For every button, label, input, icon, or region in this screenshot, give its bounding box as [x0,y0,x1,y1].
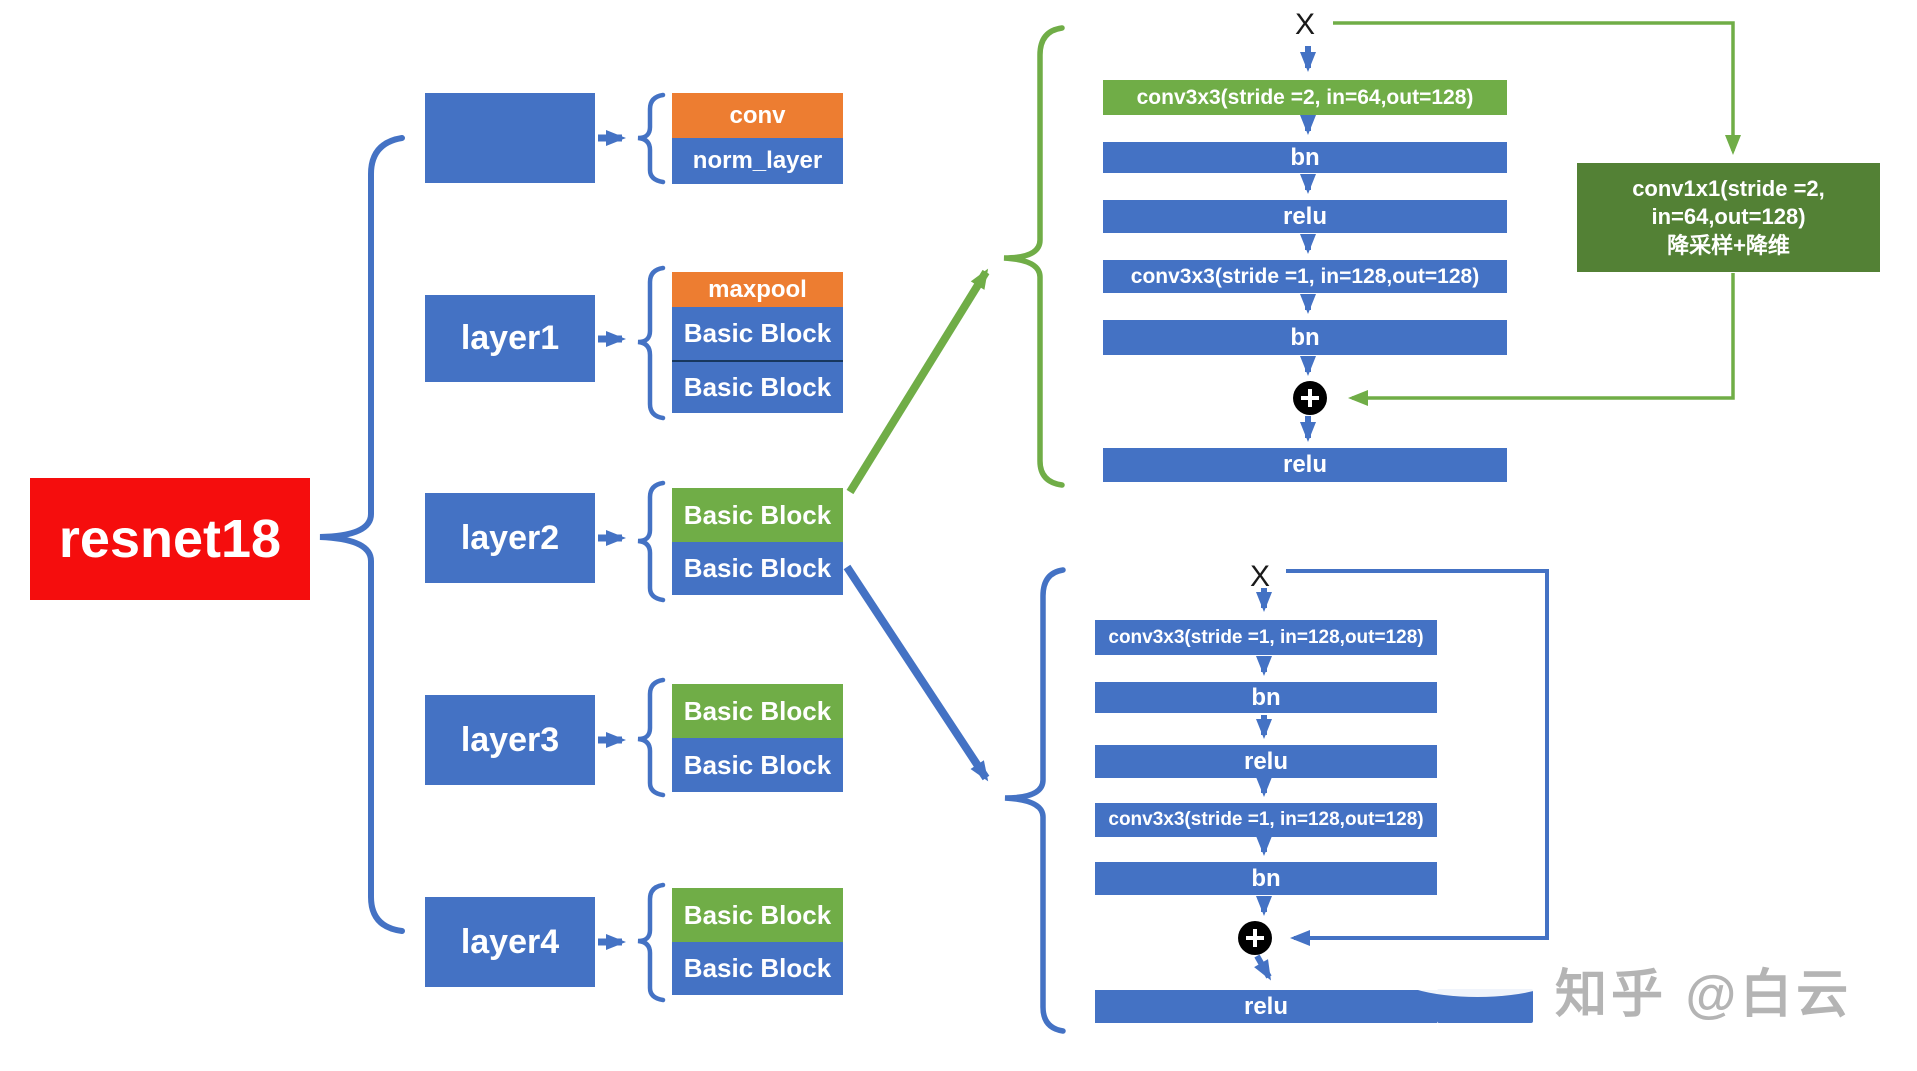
flow-step-box-bn2: bn [1103,320,1507,355]
layer-box-layer2: layer2 [425,493,595,583]
flow-step-label: bn [1251,683,1281,711]
basic-block-box: Basic Block [672,307,843,360]
flow-step-box-bn1: bn [1103,142,1507,173]
flow-step-label: bn [1290,143,1320,171]
shortcut-line3: 降采样+降维 [1667,232,1790,258]
flow-output-box: relu [1095,990,1437,1023]
flow-input-label: X [1295,8,1316,41]
layer2-label: layer2 [460,518,560,557]
basic-block-box: Basic Block [672,738,843,792]
flow-step-label: bn [1290,323,1320,351]
flow-step-box-bn2: bn [1095,862,1437,895]
basic-block-label: Basic Block [683,318,832,348]
basic-block-label: Basic Block [683,695,832,726]
stack-box-conv: conv [672,93,843,138]
basic-block-box: Basic Block [672,942,843,995]
basic-block-box: Basic Block [672,888,843,942]
flow-output-box: relu [1103,448,1507,482]
layer4-label: layer4 [460,922,560,961]
downsample-block-brace [1003,25,1065,488]
flow-input-label: X [1250,560,1271,593]
resnet18-label: resnet18 [58,509,282,569]
layer1-stack-brace [637,265,666,421]
flow-step-label: conv3x3(stride =1, in=128,out=128) [1130,264,1480,288]
flow-step-label: relu [1243,747,1288,775]
layer-box-layer1: layer1 [425,295,595,382]
root-brace [319,135,405,934]
flow-step-box-conv1: conv3x3(stride =1, in=128,out=128) [1095,620,1437,655]
flow-step-label: relu [1282,202,1327,230]
layer4-stack-brace [637,882,666,1003]
flow-step-box-conv2: conv3x3(stride =1, in=128,out=128) [1103,260,1507,293]
stack-box-maxpool: maxpool [672,272,843,307]
layer1-label: layer1 [460,319,560,357]
flow-step-box-relu1: relu [1103,200,1507,233]
basic-block-box-highlight: Basic Block [672,542,843,595]
maxpool-label: maxpool [708,275,807,303]
expand-arrow-identity [843,564,990,782]
flow-step-label: bn [1251,864,1281,892]
layer-box-stem [425,93,595,183]
add-icon [1238,921,1272,955]
flow-step-label: conv3x3(stride =1, in=128,out=128) [1108,626,1424,648]
basic-block-label: Basic Block [683,499,832,530]
layer-box-layer3: layer3 [425,695,595,785]
flow-arrow [1254,954,1272,981]
shortcut-line2: in=64,out=128) [1651,204,1806,230]
basic-block-label: Basic Block [683,899,832,930]
resnet18-root-box: resnet18 [30,478,310,600]
flow-step-box-relu1: relu [1095,745,1437,778]
add-icon [1293,381,1327,415]
stack-box-norm-layer: norm_layer [672,138,843,184]
basic-block-box: Basic Block [672,684,843,738]
layer-box-layer4: layer4 [425,897,595,987]
basic-block-label: Basic Block [683,372,832,402]
flow-step-box-conv2: conv3x3(stride =1, in=128,out=128) [1095,803,1437,837]
flow-step-label: relu [1243,992,1288,1020]
basic-block-label: Basic Block [683,749,832,780]
basic-block-box: Basic Block [672,360,843,413]
basic-block-label: Basic Block [683,553,832,583]
expand-arrow-downsample [846,268,990,495]
norm-layer-label: norm_layer [692,147,823,174]
shortcut-line1: conv1x1(stride =2, [1632,175,1825,201]
conv-label: conv [729,101,786,129]
identity-block-brace [1004,567,1066,1034]
stem-stack-brace [637,92,666,185]
watermark-smudge-blob [1390,945,1565,997]
flow-step-box-bn1: bn [1095,682,1437,713]
flow-step-label: conv3x3(stride =2, in=64,out=128) [1136,85,1474,109]
basic-block-label: Basic Block [683,953,832,983]
flow-step-label: conv3x3(stride =1, in=128,out=128) [1108,809,1424,830]
flow-step-box-conv1: conv3x3(stride =2, in=64,out=128) [1103,80,1507,115]
watermark: 知乎 @白云 [1555,966,1853,1024]
layer3-label: layer3 [460,720,560,759]
basic-block-box-highlight: Basic Block [672,488,843,542]
layer3-stack-brace [637,677,666,798]
layer2-stack-brace [637,480,666,603]
flow-step-label: relu [1282,451,1327,478]
shortcut-conv1x1-box: conv1x1(stride =2, in=64,out=128) 降采样+降维 [1577,163,1880,272]
